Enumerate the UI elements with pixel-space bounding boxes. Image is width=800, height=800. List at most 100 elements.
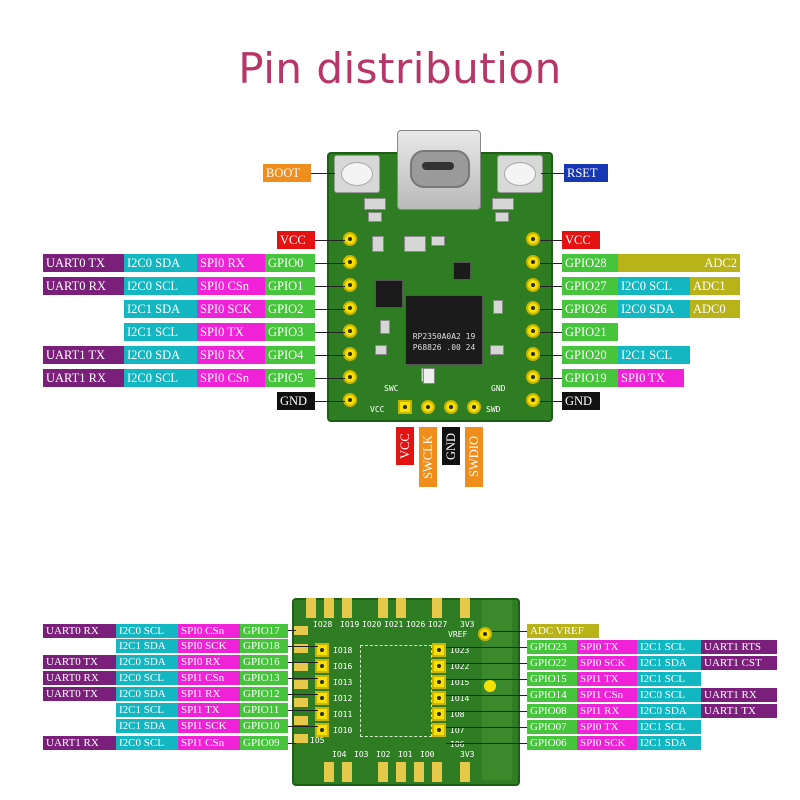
label-i2c: I2C0 SCL xyxy=(637,688,701,702)
label-gnd-left: GND xyxy=(277,392,315,410)
label-spi: SPI1 RX xyxy=(178,687,240,701)
label-gpio: GPIO5 xyxy=(265,369,315,387)
pad-swclk xyxy=(421,400,435,414)
smd-component xyxy=(493,300,503,314)
silk-io: IO19 xyxy=(340,620,360,629)
label-gpio: GPIO18 xyxy=(240,639,288,653)
pad-strip xyxy=(294,698,308,707)
label-spi: SPI1 SCK xyxy=(178,719,240,733)
pad-swd-vcc xyxy=(398,400,412,414)
silk-io: IO18 xyxy=(333,646,353,655)
label-spi: SPI1 RX xyxy=(577,704,637,718)
rp2350-chip: RP2350A0A2 19 P68826 .00 24 xyxy=(405,295,483,365)
label-i2c: I2C0 SCL xyxy=(116,671,178,685)
label-gpio: GPIO15 xyxy=(527,672,577,686)
pad-strip xyxy=(396,598,406,618)
pad-gpio28 xyxy=(526,255,540,269)
silk-io: IO23 xyxy=(450,646,470,655)
pad-io12 xyxy=(315,691,329,705)
label-spi: SPI0 SCK xyxy=(577,736,637,750)
label-spi: SPI0 CSn xyxy=(197,369,265,387)
pad-gpio27 xyxy=(526,278,540,292)
label-spi: SPI0 CSn xyxy=(197,277,265,295)
label-i2c: I2C0 SDA xyxy=(116,687,178,701)
label-spi: SPI0 SCK xyxy=(577,656,637,670)
pad-gpio19 xyxy=(526,370,540,384)
pad-io8 xyxy=(432,707,446,721)
silk-swd: SWD xyxy=(486,405,501,414)
pad-strip xyxy=(378,762,388,782)
silk-io: IO14 xyxy=(450,694,470,703)
label-uart: UART1 RX xyxy=(43,736,116,750)
pad-gpio26 xyxy=(526,301,540,315)
silk-io: IO11 xyxy=(333,710,353,719)
label-spi: SPI1 TX xyxy=(577,672,637,686)
label-spi: SPI1 TX xyxy=(178,703,240,717)
silk-io: 3V3 xyxy=(460,620,475,629)
pad-strip xyxy=(294,734,308,743)
label-vcc-right: VCC xyxy=(562,231,600,249)
pad-strip xyxy=(460,598,470,618)
label-swdio: SWDIO xyxy=(465,427,483,487)
label-spi: SPI0 TX xyxy=(197,323,265,341)
page-title: Pin distribution xyxy=(238,44,562,93)
pad-strip xyxy=(342,762,352,782)
label-uart: UART0 RX xyxy=(43,277,124,295)
pad-io16 xyxy=(315,659,329,673)
label-i2c: I2C1 SDA xyxy=(124,300,197,318)
label-uart: UART1 TX xyxy=(43,346,124,364)
label-i2c: I2C1 SDA xyxy=(637,656,701,670)
pad-strip xyxy=(342,598,352,618)
silk-io: IO21 xyxy=(384,620,404,629)
pad-strip xyxy=(378,598,388,618)
label-i2c: I2C0 SCL xyxy=(116,624,178,638)
smd-component xyxy=(372,236,384,252)
pad-strip xyxy=(324,598,334,618)
chip-text-1: RP2350A0A2 19 xyxy=(412,332,476,341)
silk-io: IO2 xyxy=(376,750,391,759)
smd-component xyxy=(492,198,514,210)
label-i2c: I2C0 SDA xyxy=(637,704,701,718)
pad-strip xyxy=(294,662,308,671)
smd-component xyxy=(380,320,390,334)
label-i2c: I2C1 SCL xyxy=(637,640,701,654)
label-spi: SPI1 CSn xyxy=(577,688,637,702)
pad-gpio0 xyxy=(343,255,357,269)
pad-vcc-left xyxy=(343,232,357,246)
pad-strip xyxy=(324,762,334,782)
pad-strip xyxy=(460,762,470,782)
pad-swd-gnd xyxy=(444,400,458,414)
pad-gnd-right xyxy=(526,393,540,407)
label-uart: UART0 RX xyxy=(43,671,116,685)
pad-gpio5 xyxy=(343,370,357,384)
label-i2c: I2C0 SDA xyxy=(124,254,197,272)
pad-strip xyxy=(294,626,308,635)
label-gpio: GPIO11 xyxy=(240,703,288,717)
smd-component xyxy=(375,345,387,355)
silk-io: IO6 xyxy=(450,740,465,749)
pad-gpio20 xyxy=(526,347,540,361)
label-gpio: GPIO27 xyxy=(562,277,618,295)
pad-io13 xyxy=(315,675,329,689)
pad-io23 xyxy=(432,643,446,657)
silk-io: IO0 xyxy=(420,750,435,759)
label-spi: SPI0 RX xyxy=(178,655,240,669)
pad-io18 xyxy=(315,643,329,657)
pad-strip xyxy=(306,598,316,618)
label-gpio: GPIO08 xyxy=(527,704,577,718)
label-uart: UART1 RTS xyxy=(701,640,777,654)
silk-io: IO26 xyxy=(406,620,426,629)
label-gpio: GPIO0 xyxy=(265,254,315,272)
label-i2c: I2C0 SCL xyxy=(124,369,197,387)
label-swclk: SWCLK xyxy=(419,427,437,487)
label-gpio: GPIO13 xyxy=(240,671,288,685)
label-gpio: GPIO21 xyxy=(562,323,618,341)
led xyxy=(423,368,435,384)
pad-strip xyxy=(294,716,308,725)
label-i2c: I2C1 SDA xyxy=(637,736,701,750)
label-i2c: I2C1 SCL xyxy=(637,672,701,686)
label-uart: UART1 RX xyxy=(701,688,777,702)
castellated-chip xyxy=(360,645,432,737)
pad-io15 xyxy=(432,675,446,689)
pad-strip xyxy=(294,644,308,653)
